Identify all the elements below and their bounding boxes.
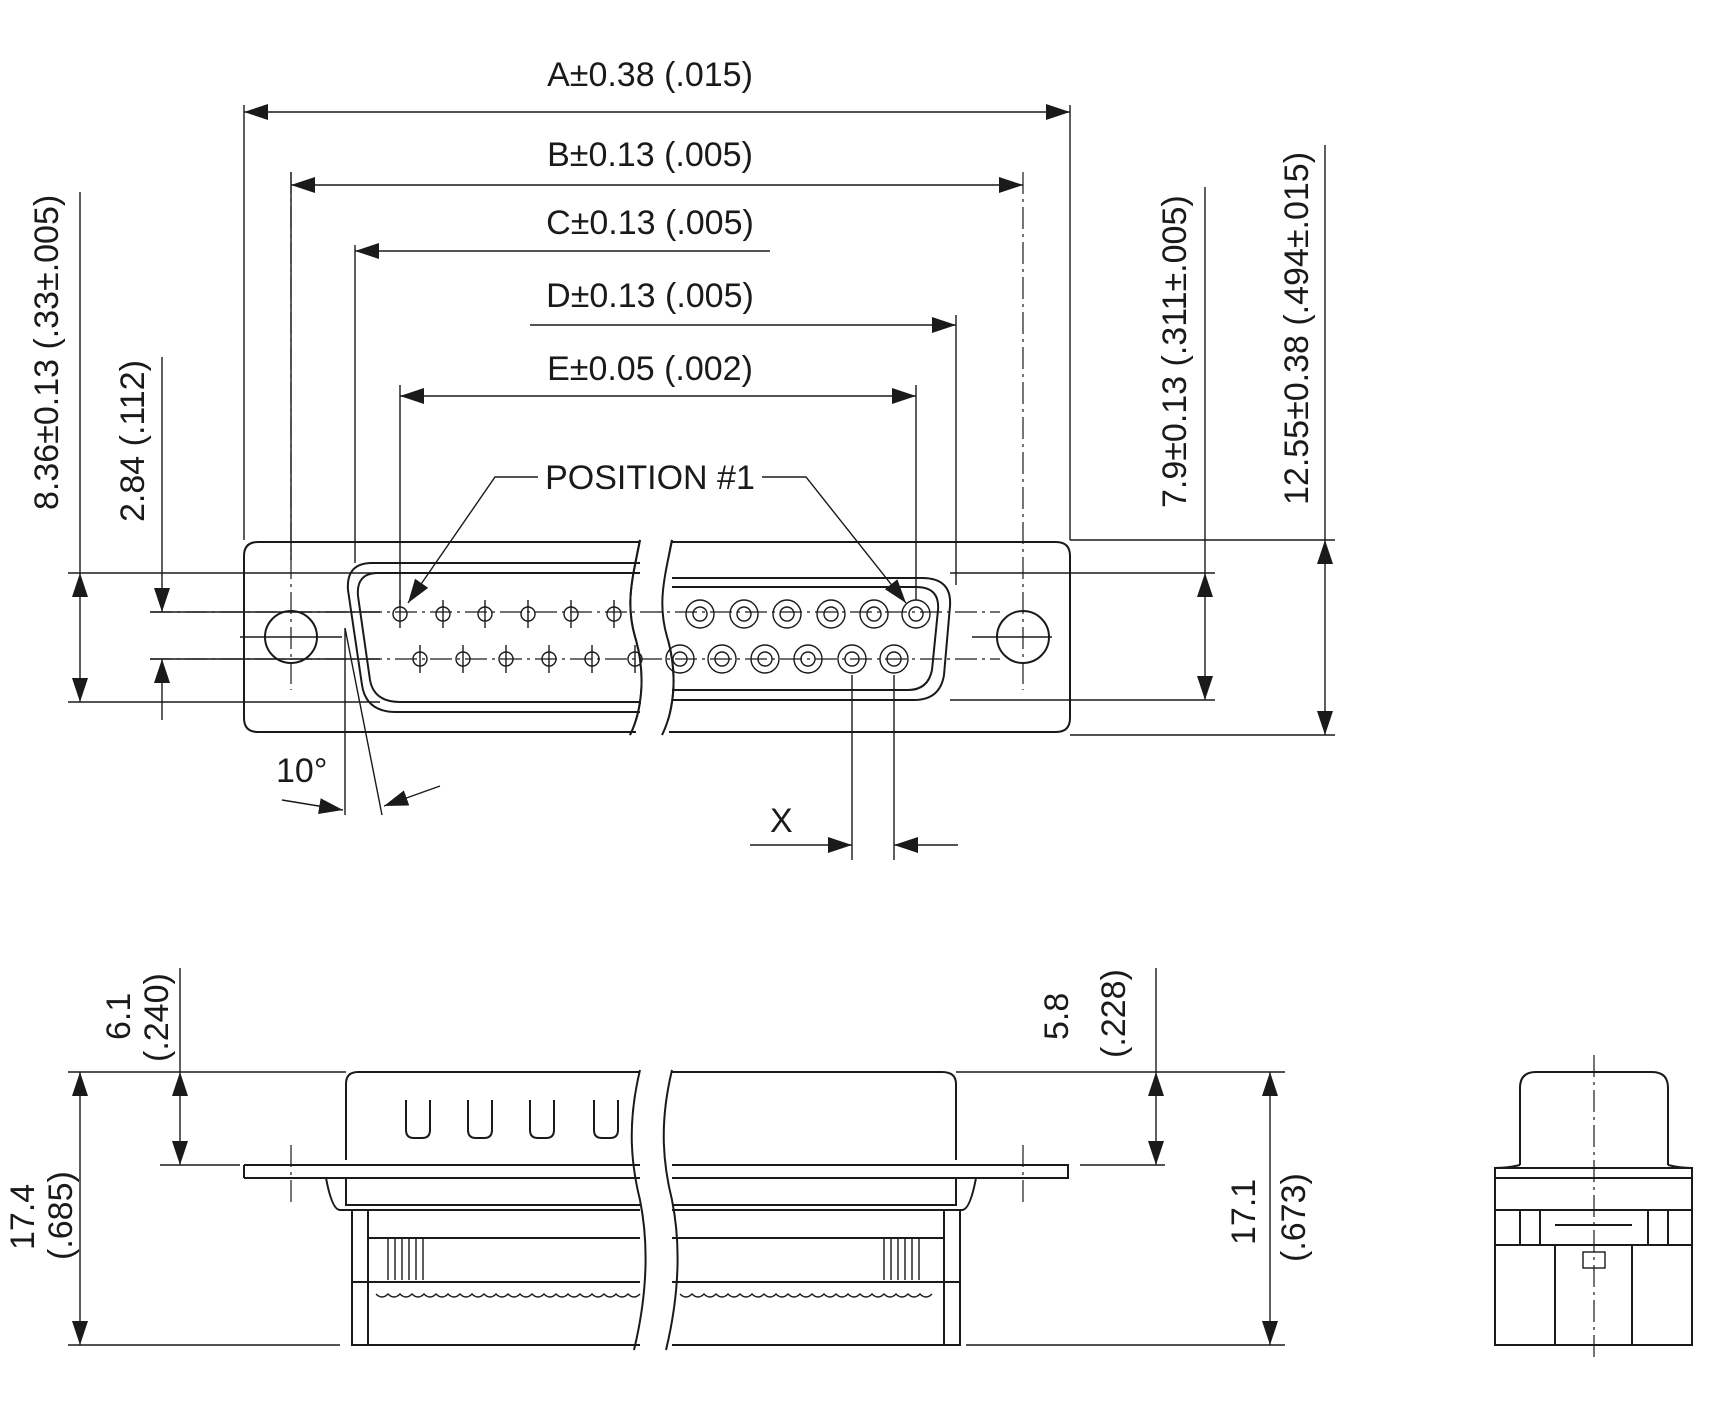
leader-position-right — [762, 476, 907, 604]
dim-58-label-a: 5.8 — [1038, 993, 1076, 1040]
end-view — [1494, 1055, 1693, 1360]
angle-arrow-right — [383, 785, 441, 807]
flange-side — [244, 1164, 1069, 1179]
dim-e-label: E±0.05 (.002) — [547, 350, 753, 388]
dim-c-label: C±0.13 (.005) — [546, 204, 754, 242]
angle-lines — [344, 627, 383, 816]
dim-b-label: B±0.13 (.005) — [547, 136, 753, 174]
pins-right — [665, 599, 931, 674]
dim-171-label-a: 17.1 — [1225, 1179, 1263, 1245]
contacts-right — [883, 1238, 920, 1280]
leader-position-left — [407, 476, 538, 604]
front-view: A±0.38 (.015) B±0.13 (.005) C±0.13 (.005… — [28, 56, 1335, 860]
dim-836-label: 8.36±0.13 (.33±.005) — [28, 195, 66, 510]
shell-slots — [405, 1100, 619, 1139]
break-gap — [641, 536, 669, 740]
dim-174-label-b: (.685) — [42, 1171, 80, 1260]
dim-171-label-b: (.673) — [1275, 1173, 1313, 1262]
dim-284-label: 2.84 (.112) — [114, 360, 152, 522]
angle-arrow-left — [281, 798, 344, 815]
shell-outline — [346, 562, 952, 713]
dim-58-label-b: (.228) — [1095, 969, 1133, 1058]
dim-a-label: A±0.38 (.015) — [547, 56, 753, 94]
shell-side-outline — [345, 1071, 957, 1160]
body-side — [325, 1177, 977, 1346]
wave-strip — [375, 1293, 933, 1298]
dim-1255-label: 12.55±0.38 (.494±.015) — [1278, 152, 1316, 505]
dim-61-label-a: 6.1 — [100, 993, 138, 1040]
side-view: 6.1 (.240) 5.8 (.228) 17.4 (.685) 17.1 (… — [4, 968, 1313, 1354]
pins-left — [392, 600, 643, 673]
contacts-left — [387, 1238, 424, 1280]
dim-d-label: D±0.13 (.005) — [546, 277, 754, 315]
position-label: POSITION #1 — [545, 459, 755, 497]
dim-174-label-a: 17.4 — [4, 1184, 42, 1250]
extension-lines — [68, 105, 1335, 860]
dim-79-label: 7.9±0.13 (.311±.005) — [1156, 195, 1194, 508]
dim-61-label-b: (.240) — [138, 973, 176, 1062]
dim-x-label: X — [770, 802, 793, 840]
angle-label: 10° — [276, 752, 327, 790]
